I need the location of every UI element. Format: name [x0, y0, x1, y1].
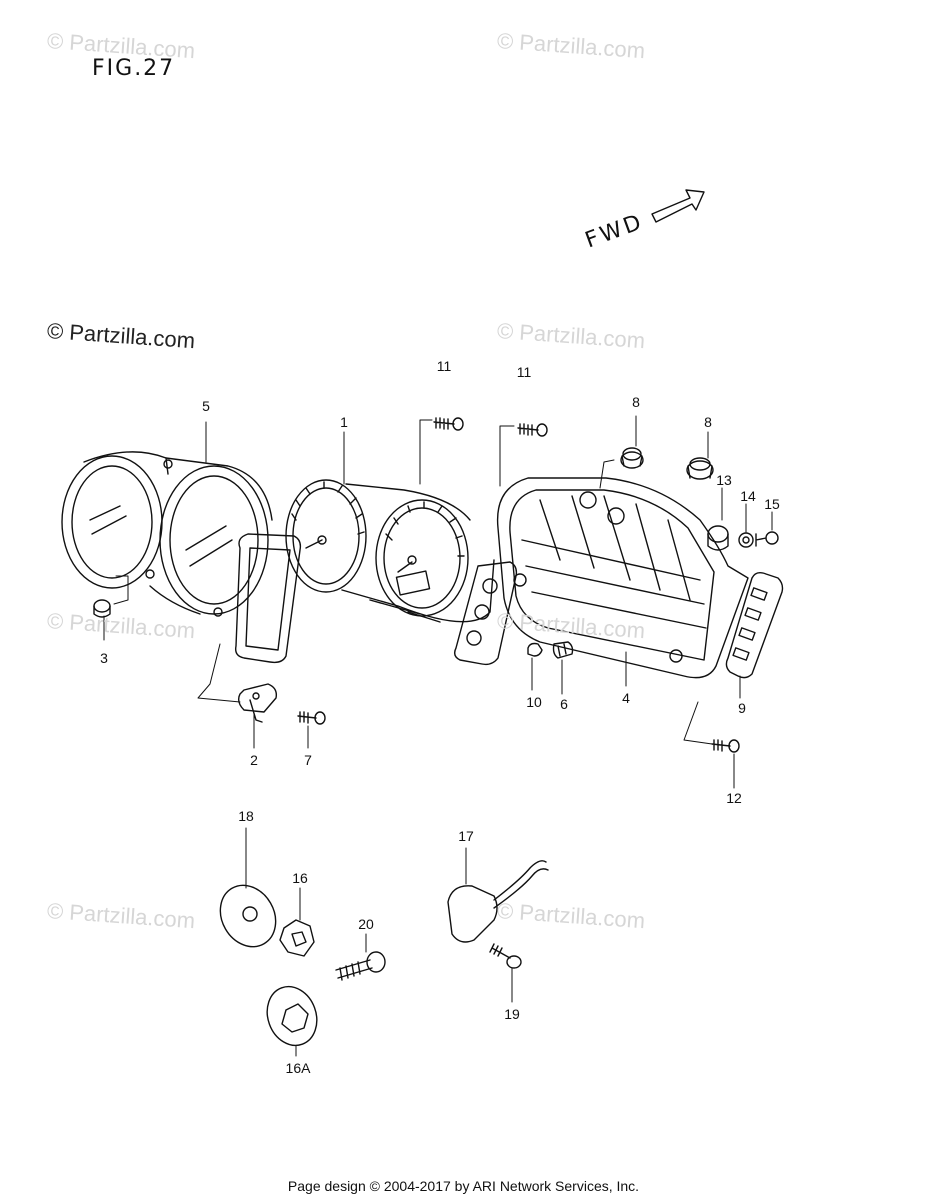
part-14-washer: [738, 532, 754, 548]
part-6-socket: [552, 641, 574, 659]
callout-6[interactable]: 6: [560, 696, 568, 712]
part-5-meter-case: [61, 451, 273, 617]
callout-2[interactable]: 2: [250, 752, 258, 768]
callout-5[interactable]: 5: [202, 398, 210, 414]
callout-18[interactable]: 18: [238, 808, 254, 824]
callout-11[interactable]: 11: [436, 358, 452, 374]
callout-7[interactable]: 7: [304, 752, 312, 768]
leader-lines: [103, 415, 773, 1057]
part-11-screw-b: [517, 423, 548, 437]
callout-11[interactable]: 11: [516, 364, 532, 380]
part-19-screw: [489, 943, 522, 969]
callout-9[interactable]: 9: [738, 700, 746, 716]
part-7-screw: [297, 711, 326, 725]
part-17-sensor: [447, 860, 549, 943]
part-13-spacer: [707, 525, 729, 551]
part-4-lower-case: [496, 477, 749, 679]
part-2-socket: [237, 683, 278, 723]
callout-14[interactable]: 14: [740, 488, 756, 504]
figure-title: FIG.27: [92, 56, 176, 81]
part-12-screw: [711, 739, 740, 753]
part-20-bolt: [335, 951, 386, 981]
part-15-screw: [755, 531, 779, 547]
callout-16[interactable]: 16: [292, 870, 308, 886]
callout-13[interactable]: 13: [716, 472, 732, 488]
part-16-nut: [279, 919, 315, 957]
callout-19[interactable]: 19: [504, 1006, 520, 1022]
part-8-grommet-a: [620, 447, 644, 469]
part-5-indicator-panel: [234, 533, 302, 664]
callout-10[interactable]: 10: [526, 694, 542, 710]
callout-1[interactable]: 1: [340, 414, 348, 430]
part-11-screw-a: [433, 417, 464, 431]
part-16a-nut: [266, 985, 318, 1047]
callout-17[interactable]: 17: [458, 828, 474, 844]
part-1-bracket: [453, 561, 518, 666]
part-3-grommet: [93, 599, 111, 618]
part-10-bulb: [527, 642, 543, 657]
part-8-grommet-b: [686, 457, 714, 480]
callout-20[interactable]: 20: [358, 916, 374, 932]
callout-8[interactable]: 8: [632, 394, 640, 410]
callout-3[interactable]: 3: [100, 650, 108, 666]
callout-8[interactable]: 8: [704, 414, 712, 430]
callout-15[interactable]: 15: [764, 496, 780, 512]
part-1-meter-assembly: [285, 479, 495, 623]
fwd-arrow-icon: [651, 189, 705, 223]
part-18-washer: [219, 884, 277, 948]
page-footer: Page design © 2004-2017 by ARI Network S…: [287, 1178, 640, 1194]
callout-4[interactable]: 4: [622, 690, 630, 706]
callout-16a[interactable]: 16A: [285, 1060, 311, 1076]
part-9-cover-plate: [725, 571, 784, 679]
callout-12[interactable]: 12: [726, 790, 742, 806]
